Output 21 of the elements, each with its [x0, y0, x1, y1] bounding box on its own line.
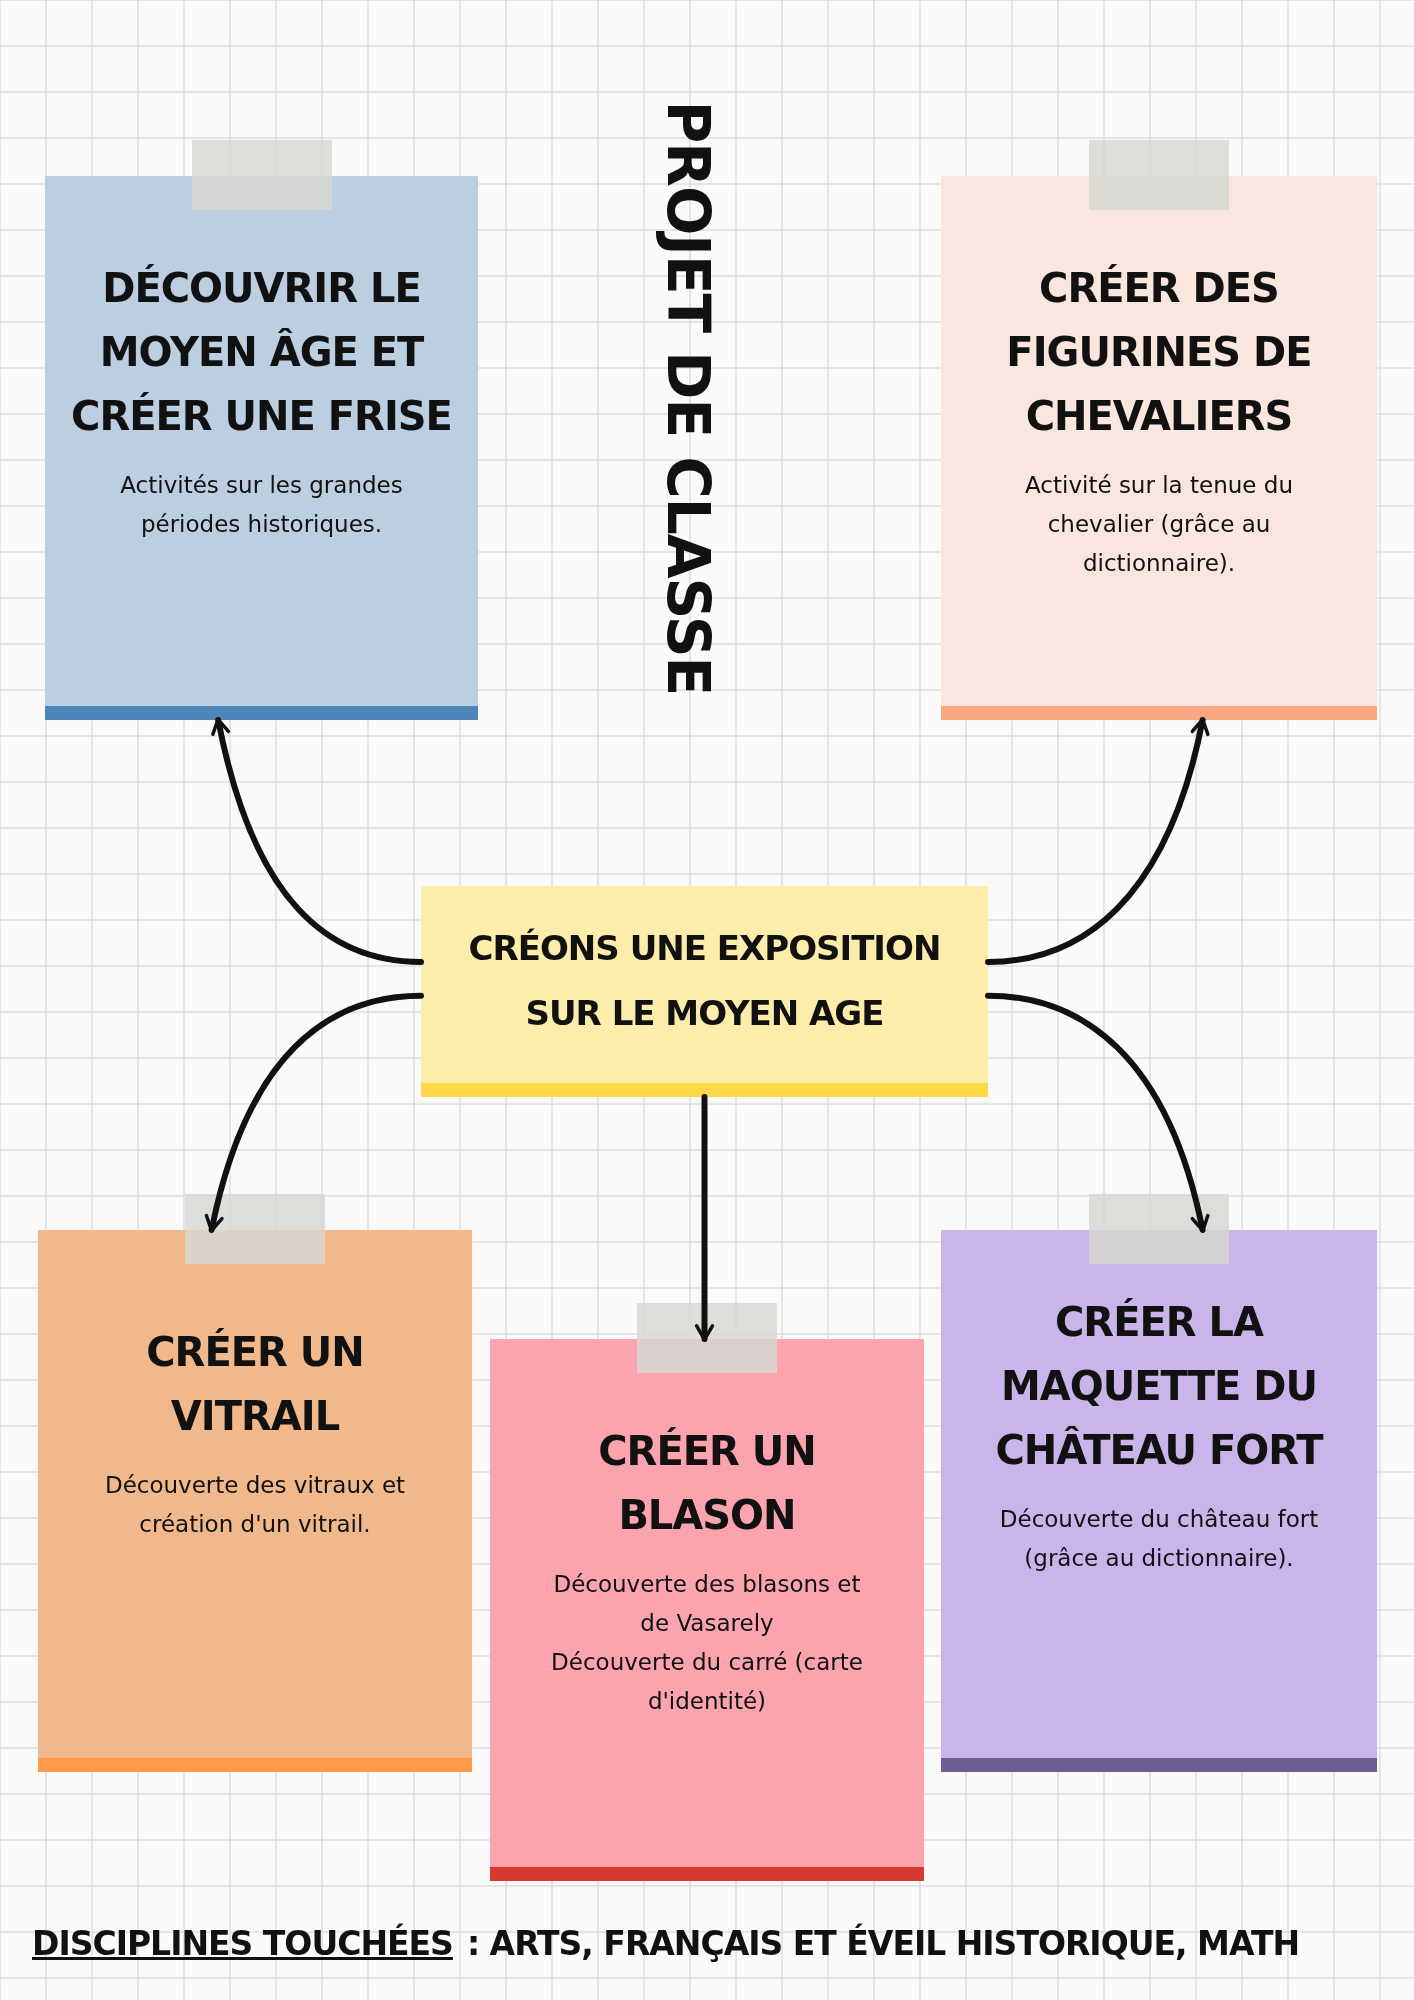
card-description: Découverte du château fort (grâce au dictionnaire). — [998, 1505, 1320, 1574]
curved-arrow — [985, 717, 1209, 965]
card-description: Découverte des blasons et de Vasarely — [552, 1570, 862, 1639]
card-heading: CRÉONS UNE EXPOSITION SUR LE MOYEN AGE — [467, 927, 942, 1035]
card-heading: DÉCOUVRIR LE MOYEN ÂGE ET CRÉER UNE FRISE — [70, 263, 453, 441]
card-heading: CRÉER LA MAQUETTE DU CHÂTEAU FORT — [994, 1297, 1325, 1475]
card-description: Découverte du carré (carte d'identité) — [550, 1648, 864, 1717]
banner-note — [421, 886, 988, 1097]
curved-arrow — [212, 717, 424, 965]
curved-arrow — [695, 1094, 714, 1342]
curved-arrow — [206, 992, 424, 1233]
card-description: Activités sur les grandes périodes historiques. — [119, 471, 404, 540]
card-heading: CRÉER UN VITRAIL — [145, 1327, 365, 1441]
footer-heading: DISCIPLINES TOUCHÉES — [32, 1924, 453, 1963]
card-description: Découverte des vitraux et création d'un vitrail. — [103, 1471, 407, 1540]
card-description: Activité sur la tenue du chevalier (grâce au dictionnaire). — [1024, 471, 1294, 579]
card-heading: CRÉER UN BLASON — [597, 1426, 817, 1540]
title: PROJET DE CLASSE — [654, 100, 722, 696]
footer-text: : ARTS, FRANÇAIS ET ÉVEIL HISTORIQUE, MATH — [466, 1924, 1299, 1963]
card-heading: CRÉER DES FIGURINES DE CHEVALIERS — [1005, 263, 1313, 441]
curved-arrow — [985, 992, 1209, 1233]
